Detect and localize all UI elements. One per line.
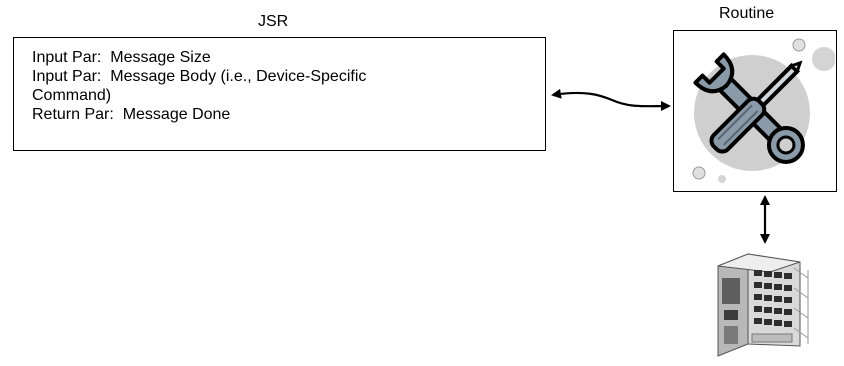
jsr-title: JSR xyxy=(258,13,289,30)
jsr-parameter-box: Input Par: Message Size Input Par: Messa… xyxy=(13,37,546,151)
jsr-routine-connector xyxy=(551,88,671,112)
plc-device-icon xyxy=(708,248,814,358)
routine-title: Routine xyxy=(719,5,775,22)
routine-box xyxy=(673,30,837,192)
param-return-message-done: Return Par: Message Done xyxy=(32,106,231,123)
param-input-message-body: Input Par: Message Body (i.e., Device-Sp… xyxy=(32,68,367,85)
tools-icon xyxy=(692,38,836,183)
param-input-message-body-continued: Command) xyxy=(32,87,112,104)
plc-io-module-icon xyxy=(717,253,809,357)
param-input-message-size: Input Par: Message Size xyxy=(32,49,211,66)
